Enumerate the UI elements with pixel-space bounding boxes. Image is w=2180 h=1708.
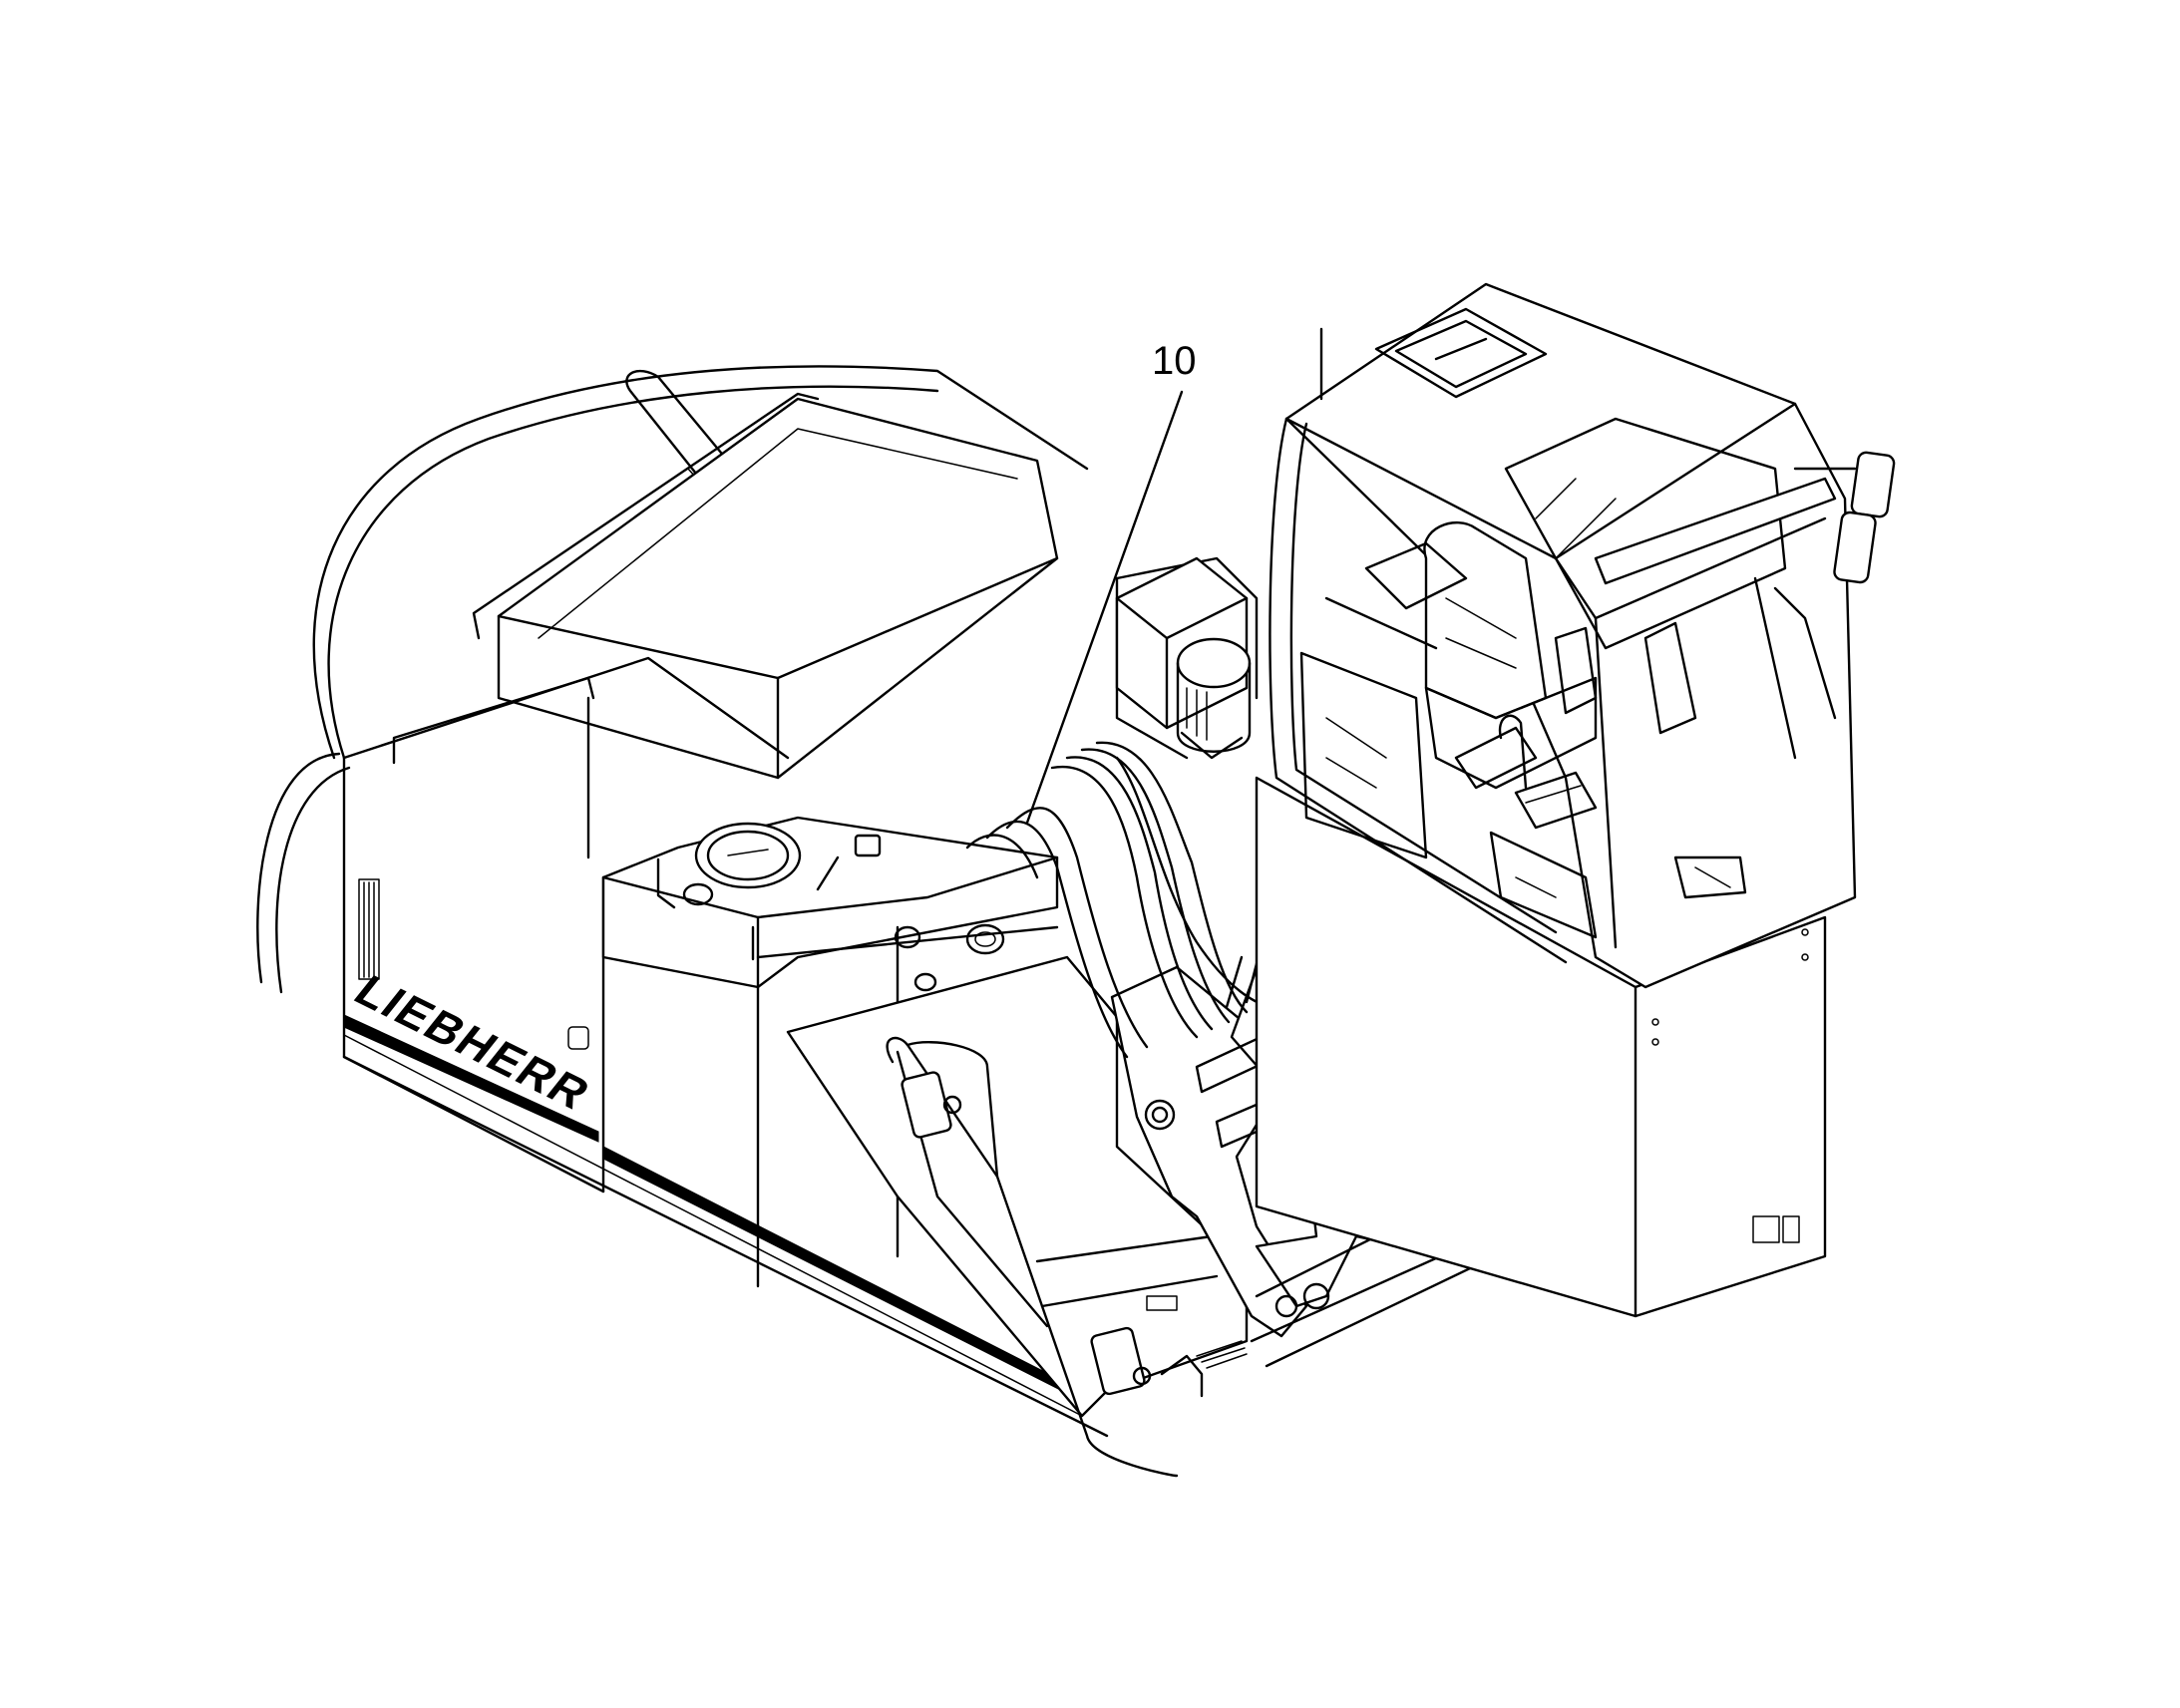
hydraulic-hoses bbox=[965, 741, 1280, 1059]
air-filter-canister bbox=[1176, 637, 1252, 689]
fuel-cap bbox=[694, 822, 802, 889]
joystick-right bbox=[1643, 621, 1697, 735]
callout-10-leader bbox=[1025, 390, 1184, 825]
callout-10-label: 10 bbox=[1152, 339, 1197, 383]
side-engine-door bbox=[342, 656, 790, 1194]
side-mirror-upper bbox=[1850, 451, 1896, 518]
callout-10: 10 bbox=[1025, 339, 1197, 825]
counterweight bbox=[256, 365, 1089, 994]
operator-cab bbox=[1255, 282, 1896, 1318]
tank-section bbox=[601, 816, 1059, 1288]
walkway-platform bbox=[786, 955, 1249, 1478]
side-mirror-lower bbox=[1833, 511, 1877, 584]
latch-bottom bbox=[1090, 1326, 1146, 1396]
engine-hood bbox=[472, 392, 1259, 780]
breather-cap bbox=[965, 923, 1005, 955]
control-valve-block bbox=[1115, 556, 1252, 760]
